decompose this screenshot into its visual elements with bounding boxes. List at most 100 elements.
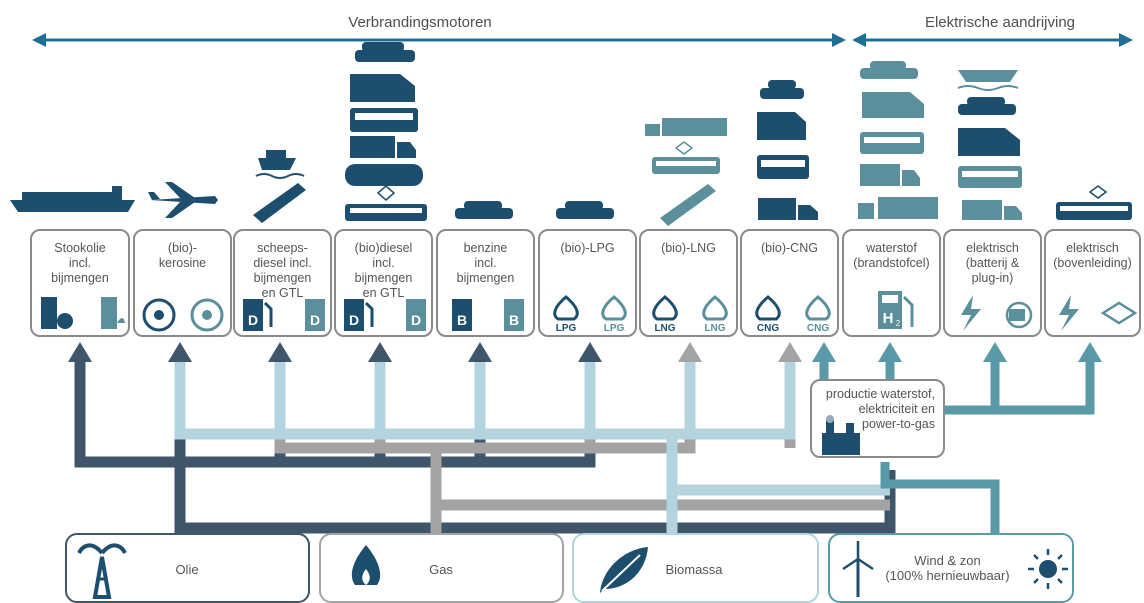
electric-arrow xyxy=(852,33,1133,47)
fuel-box-scheepsdiesel: scheeps- diesel incl. bijmengen en GTL D… xyxy=(233,229,332,337)
ev-ferry-icon xyxy=(957,70,1019,91)
fuel-box-stookolie: Stookolie incl. bijmengen xyxy=(30,229,130,337)
plug-lightning-icon xyxy=(961,295,1033,331)
diesel-pump-icon: D D xyxy=(344,299,426,331)
production-box: productie waterstof, elektriciteit en po… xyxy=(810,379,945,458)
leaf-icon xyxy=(600,547,648,593)
hydrogen-pump-icon: H 2 xyxy=(878,291,914,329)
fuel-box-elektrisch-bovenleiding: elektrisch (bovenleiding) xyxy=(1044,229,1141,337)
cng-car-icon xyxy=(760,80,804,99)
benzine-letter-bio: B xyxy=(509,312,519,328)
ev-bus-icon xyxy=(958,166,1022,188)
wind-turbine-icon xyxy=(842,541,874,597)
h2-letter: H xyxy=(883,310,894,327)
fuel-box-waterstof: waterstof (brandstofcel) H 2 xyxy=(842,229,941,337)
overhead-tram-icon xyxy=(1056,185,1132,220)
turbine-icon xyxy=(142,298,224,332)
tanker-truck-icon xyxy=(345,164,423,186)
car-icon-2 xyxy=(455,201,513,219)
benzine-letter: B xyxy=(457,312,467,328)
lng-text: LNG xyxy=(654,323,675,333)
source-label: Gas xyxy=(429,562,453,577)
fuel-label: waterstof (brandstofcel) xyxy=(853,241,930,270)
sun-icon xyxy=(1028,549,1068,589)
source-label: Wind & zon (100% hernieuwbaar) xyxy=(885,553,1010,583)
fuel-label: (bio)-CNG xyxy=(761,241,818,255)
fuel-label: elektrisch (batterij & plug-in) xyxy=(965,241,1020,285)
ev-van-icon xyxy=(958,128,1020,156)
h2-bus-icon xyxy=(860,132,924,154)
fuel-label: scheeps- diesel incl. bijmengen en GTL xyxy=(253,241,312,300)
fuel-label: (bio)- kerosine xyxy=(158,241,207,270)
diesel-letter-bio: D xyxy=(411,312,421,328)
fuel-box-lng: (bio)-LNG LNG LNG xyxy=(639,229,738,337)
factory-icon xyxy=(822,415,860,455)
h2-truck-icon xyxy=(860,164,920,186)
h2-subscript: 2 xyxy=(896,319,901,328)
cng-truck-icon xyxy=(758,198,818,220)
ev-car-icon xyxy=(958,97,1016,115)
h2-van-icon xyxy=(862,92,924,118)
diesel-pump-icon: D D xyxy=(243,299,325,331)
fuel-label: (bio)-LNG xyxy=(661,241,716,255)
container-ship-icon xyxy=(10,186,135,212)
combustion-header: Verbrandingsmotoren xyxy=(348,14,492,31)
lpg-text: LPG xyxy=(556,323,577,333)
source-box-wind-zon: Wind & zon (100% hernieuwbaar) xyxy=(828,533,1074,603)
pantograph-lightning-icon xyxy=(1059,295,1138,331)
bus-icon xyxy=(350,108,418,132)
truck-icon xyxy=(350,136,416,158)
fuel-box-biodiesel: (bio)diesel incl. bijmengen en GTL D D xyxy=(334,229,433,337)
fuel-box-benzine: benzine incl. bijmengen B B xyxy=(436,229,535,337)
tram-icon xyxy=(345,185,427,221)
renewable-flow xyxy=(819,362,1095,540)
h2-car-icon xyxy=(860,61,918,79)
airplane-icon xyxy=(148,182,218,218)
lpg-flame-icon: LPG LPG xyxy=(553,295,627,333)
fuel-label: (bio)diesel incl. bijmengen en GTL xyxy=(354,241,413,300)
lng-truck-icon xyxy=(645,118,727,136)
diesel-letter-bio: D xyxy=(310,312,320,328)
electric-header: Elektrische aandrijving xyxy=(924,14,1076,31)
source-label: Biomassa xyxy=(665,562,723,577)
source-label: Olie xyxy=(175,562,199,577)
source-box-biomassa: Biomassa xyxy=(572,533,819,603)
cng-text-bio: CNG xyxy=(807,323,829,333)
lng-text-bio: LNG xyxy=(704,323,725,333)
lng-train-icon xyxy=(652,141,720,174)
fuel-box-lpg: (bio)-LPG LPG LPG xyxy=(538,229,637,337)
car-icon xyxy=(355,42,415,62)
fuel-label: Stookolie incl. bijmengen xyxy=(51,241,109,285)
biomass-flow xyxy=(174,362,890,540)
ferry-icon xyxy=(255,150,305,179)
lpg-text-bio: LPG xyxy=(604,323,625,333)
fuel-box-kerosine: (bio)- kerosine xyxy=(133,229,232,337)
diesel-letter: D xyxy=(248,312,258,328)
lng-ship-icon xyxy=(660,184,716,226)
ev-truck-icon xyxy=(962,200,1022,220)
fuel-label: benzine incl. bijmengen xyxy=(456,241,515,285)
lng-flame-icon: LNG LNG xyxy=(652,295,728,333)
cng-flame-icon: CNG CNG xyxy=(755,295,831,333)
arrow-heads xyxy=(68,342,1102,362)
cng-van-icon xyxy=(757,112,806,140)
car-icon-3 xyxy=(556,201,614,219)
source-box-olie: Olie xyxy=(65,533,310,603)
gas-flame-icon xyxy=(351,545,381,585)
fuel-box-cng: (bio)-CNG CNG CNG xyxy=(740,229,839,337)
cng-text: CNG xyxy=(757,323,779,333)
diesel-letter: D xyxy=(349,312,359,328)
petrol-pump-icon: B B xyxy=(452,299,524,331)
van-icon xyxy=(350,74,415,102)
tanker-ship-icon xyxy=(249,179,306,223)
cng-bus-icon xyxy=(757,155,809,179)
fuel-label: elektrisch (bovenleiding) xyxy=(1053,241,1132,270)
fuel-box-elektrisch-batterij: elektrisch (batterij & plug-in) xyxy=(943,229,1042,337)
source-box-gas: Gas xyxy=(319,533,564,603)
fuel-label: (bio)-LPG xyxy=(560,241,615,255)
production-label: productie waterstof, elektriciteit en po… xyxy=(825,387,935,431)
oil-derrick-icon xyxy=(77,543,127,599)
oil-drum-icon xyxy=(41,297,125,329)
h2-trailer-truck-icon xyxy=(858,197,938,219)
combustion-arrow xyxy=(32,33,846,47)
